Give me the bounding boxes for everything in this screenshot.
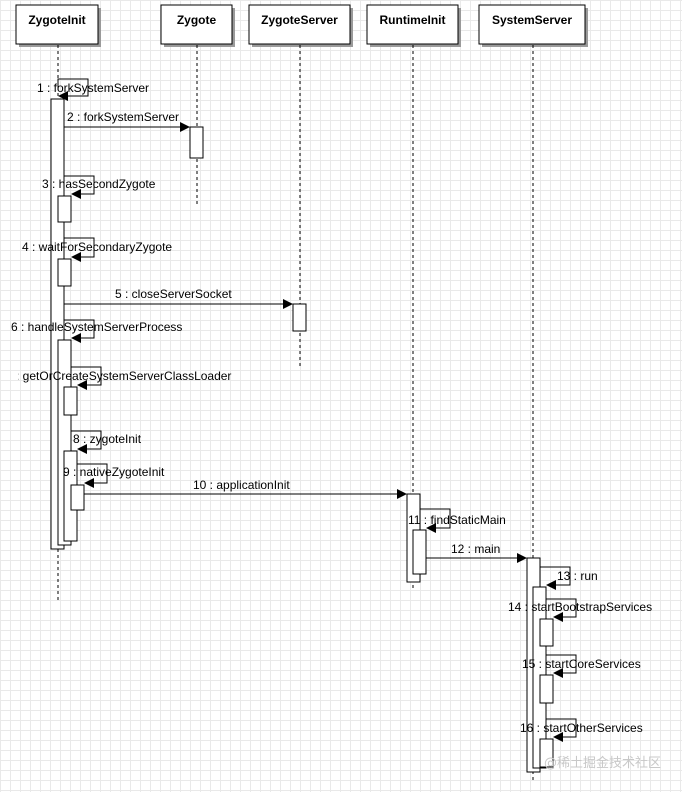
participant-zygoteinit: ZygoteInit (15, 4, 101, 47)
message-label-10: 10 : applicationInit (193, 478, 290, 492)
message-label-3: 3 : hasSecondZygote (42, 177, 156, 191)
message-arrow-13 (539, 566, 571, 590)
message-label-14: 14 : startBootstrapServices (508, 600, 652, 614)
participant-systemserver: SystemServer (478, 4, 588, 47)
message-label-13: 13 : run (557, 569, 598, 583)
watermark-text: @稀土掘金技术社区 (544, 755, 661, 771)
activation-zygoteinit-9 (70, 484, 85, 511)
message-arrow-1 (57, 78, 89, 101)
participant-label: SystemServer (492, 13, 572, 27)
activation-systemserver-14 (539, 618, 554, 647)
message-label-11: 11 : findStaticMain (408, 513, 506, 527)
message-arrow-3 (63, 175, 95, 199)
message-label-8: 8 : zygoteInit (73, 432, 142, 446)
participant-zygoteserver: ZygoteServer (248, 4, 353, 47)
message-arrow-6 (63, 319, 95, 343)
activation-systemserver-15 (539, 674, 554, 704)
message-arrow-4 (63, 237, 95, 262)
participant-label: ZygoteInit (28, 13, 85, 27)
participant-zygote: Zygote (160, 4, 235, 47)
message-label-7: 7 : getOrCreateSystemServerClassLoader (6, 369, 231, 383)
message-label-6: 6 : handleSystemServerProcess (11, 320, 182, 334)
message-arrow-16 (545, 718, 577, 742)
participant-label: RuntimeInit (380, 13, 446, 27)
message-label-1: 1 : forkSystemServer (37, 81, 149, 95)
message-arrow-7 (70, 366, 102, 390)
participant-label: Zygote (177, 13, 217, 27)
participant-runtimeinit: RuntimeInit (366, 4, 461, 47)
message-label-2: 2 : forkSystemServer (67, 110, 179, 124)
activation-systemserver-16 (539, 738, 554, 768)
message-arrow-11 (419, 508, 451, 533)
participant-label: ZygoteServer (261, 13, 338, 27)
message-arrow-14 (545, 598, 577, 622)
message-label-16: 16 : startOtherServices (520, 721, 643, 735)
activation-zygoteserver-5 (292, 303, 307, 332)
activation-zygote-2 (189, 126, 204, 159)
message-label-15: 15 : startCoreServices (522, 657, 641, 671)
activation-zygoteinit-4 (57, 258, 72, 287)
activation-zygoteinit-3 (57, 195, 72, 223)
activation-zygoteinit-7 (63, 386, 78, 416)
message-label-4: 4 : waitForSecondaryZygote (22, 240, 172, 254)
activation-runtimeinit-11 (412, 529, 427, 575)
message-arrow-8 (70, 430, 102, 454)
message-label-12: 12 : main (451, 542, 500, 556)
message-label-9: 9 : nativeZygoteInit (63, 465, 165, 479)
message-arrow-15 (545, 654, 577, 678)
message-label-5: 5 : closeServerSocket (115, 287, 232, 301)
message-arrow-9 (76, 463, 108, 488)
